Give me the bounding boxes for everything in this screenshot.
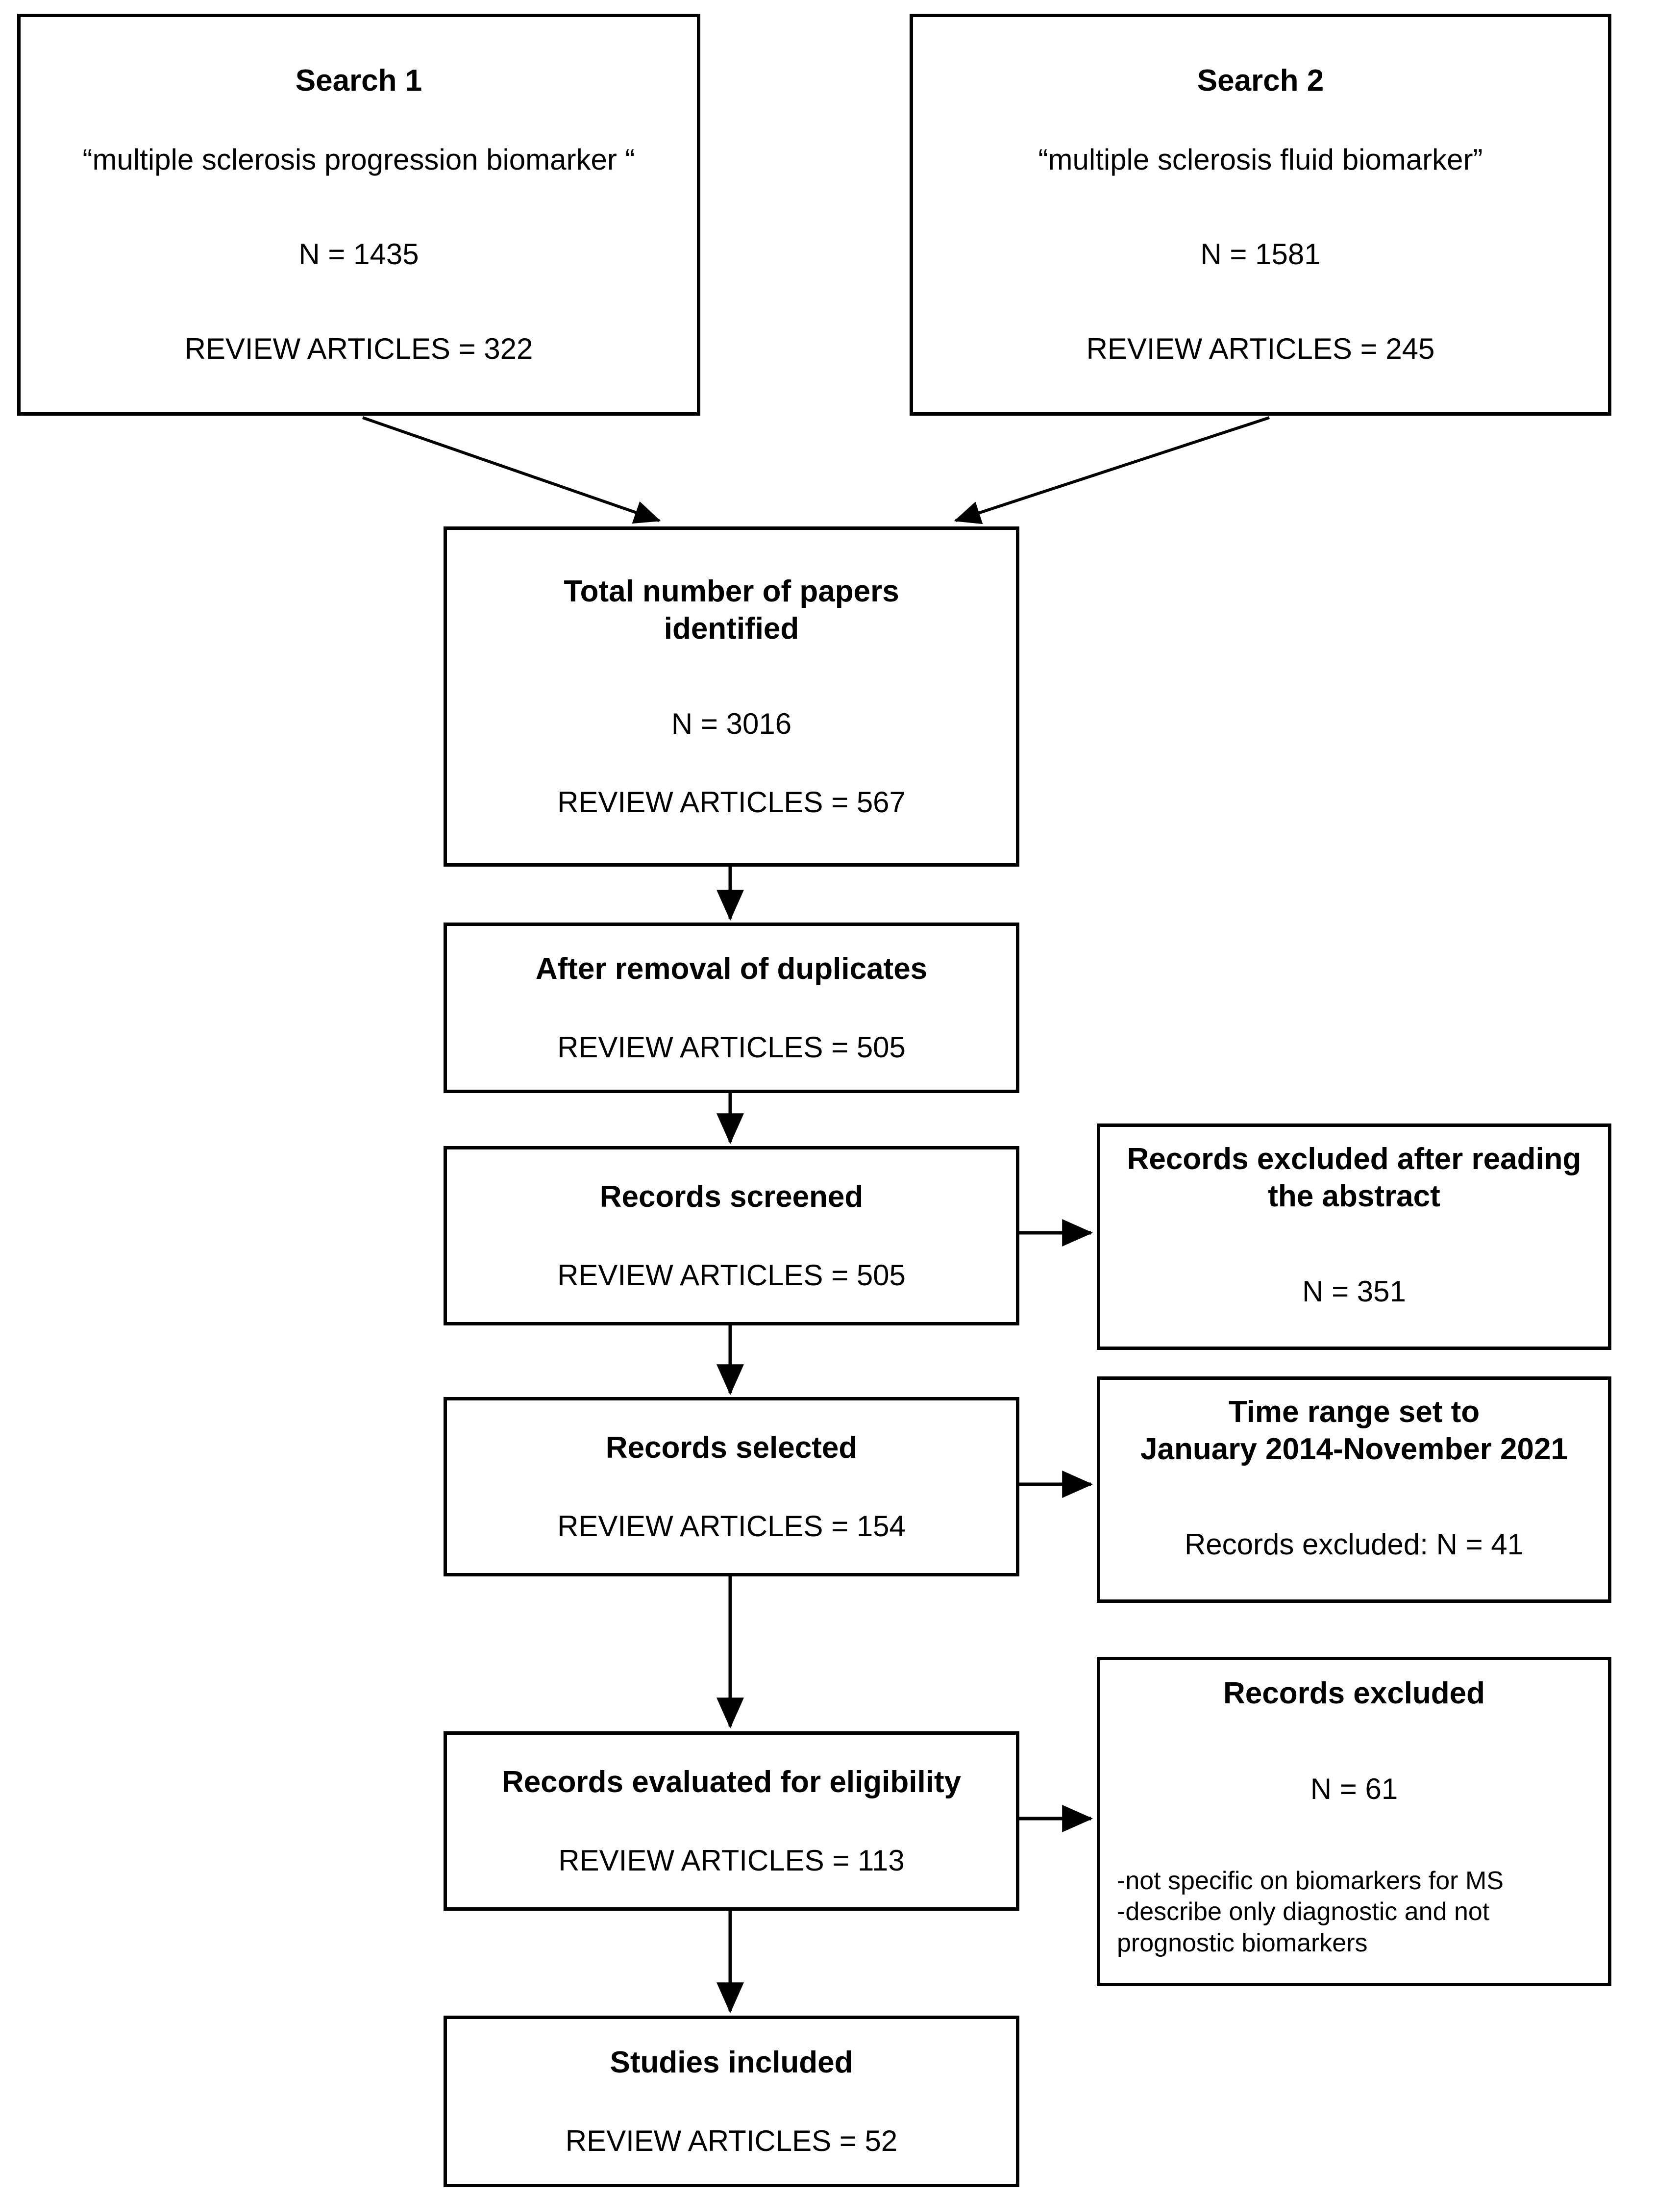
box-search-2[interactable]: Search 2 “multiple sclerosis fluid bioma…	[910, 14, 1611, 416]
search-1-query: “multiple sclerosis progression biomarke…	[82, 143, 635, 176]
box-excluded-after-abstract[interactable]: Records excluded after reading the abstr…	[1097, 1123, 1611, 1350]
arrow-search1-to-total	[362, 416, 661, 524]
records-eligibility-review-articles: REVIEW ARTICLES = 113	[558, 1844, 905, 1877]
search-1-review-articles: REVIEW ARTICLES = 322	[184, 332, 533, 366]
studies-included-title: Studies included	[610, 2045, 853, 2079]
box-total-identified[interactable]: Total number of papers identified N = 30…	[444, 526, 1019, 867]
search-1-title: Search 1	[295, 64, 422, 98]
after-duplicates-title: After removal of duplicates	[535, 951, 928, 986]
search-2-review-articles: REVIEW ARTICLES = 245	[1086, 332, 1435, 366]
search-2-query: “multiple sclerosis fluid biomarker”	[1038, 143, 1483, 176]
total-identified-title: Total number of papers identified	[564, 574, 899, 646]
box-after-duplicates[interactable]: After removal of duplicates REVIEW ARTIC…	[444, 923, 1019, 1093]
studies-included-review-articles: REVIEW ARTICLES = 52	[565, 2124, 898, 2158]
box-studies-included[interactable]: Studies included REVIEW ARTICLES = 52	[444, 2016, 1019, 2187]
box-records-screened[interactable]: Records screened REVIEW ARTICLES = 505	[444, 1146, 1019, 1325]
search-1-count: N = 1435	[298, 238, 419, 271]
after-duplicates-review-articles: REVIEW ARTICLES = 505	[557, 1031, 906, 1064]
records-screened-title: Records screened	[599, 1179, 864, 1214]
box-records-eligibility[interactable]: Records evaluated for eligibility REVIEW…	[444, 1731, 1019, 1911]
box-search-1[interactable]: Search 1 “multiple sclerosis progression…	[17, 14, 700, 416]
excluded-reasons-count: N = 61	[1310, 1772, 1398, 1805]
total-identified-count: N = 3016	[671, 707, 792, 741]
time-range-excluded-count: Records excluded: N = 41	[1184, 1528, 1524, 1561]
excluded-reasons-title: Records excluded	[1223, 1676, 1485, 1710]
time-range-title: Time range set to January 2014-November …	[1140, 1395, 1568, 1466]
search-2-count: N = 1581	[1200, 238, 1321, 271]
total-identified-review-articles: REVIEW ARTICLES = 567	[557, 785, 906, 819]
records-screened-review-articles: REVIEW ARTICLES = 505	[557, 1259, 906, 1292]
records-eligibility-title: Records evaluated for eligibility	[501, 1765, 962, 1799]
box-excluded-reasons[interactable]: Records excluded N = 61 -not specific on…	[1097, 1657, 1611, 1986]
excluded-abstract-title: Records excluded after reading the abstr…	[1127, 1142, 1581, 1213]
arrow-search2-to-total	[954, 416, 1270, 524]
box-records-selected[interactable]: Records selected REVIEW ARTICLES = 154	[444, 1397, 1019, 1576]
excluded-abstract-count: N = 351	[1302, 1275, 1406, 1308]
records-selected-title: Records selected	[605, 1430, 858, 1465]
records-selected-review-articles: REVIEW ARTICLES = 154	[557, 1510, 906, 1543]
box-time-range[interactable]: Time range set to January 2014-November …	[1097, 1376, 1611, 1603]
search-2-title: Search 2	[1197, 64, 1324, 98]
excluded-reasons-list: -not specific on biomarkers for MS -desc…	[1117, 1866, 1504, 1957]
